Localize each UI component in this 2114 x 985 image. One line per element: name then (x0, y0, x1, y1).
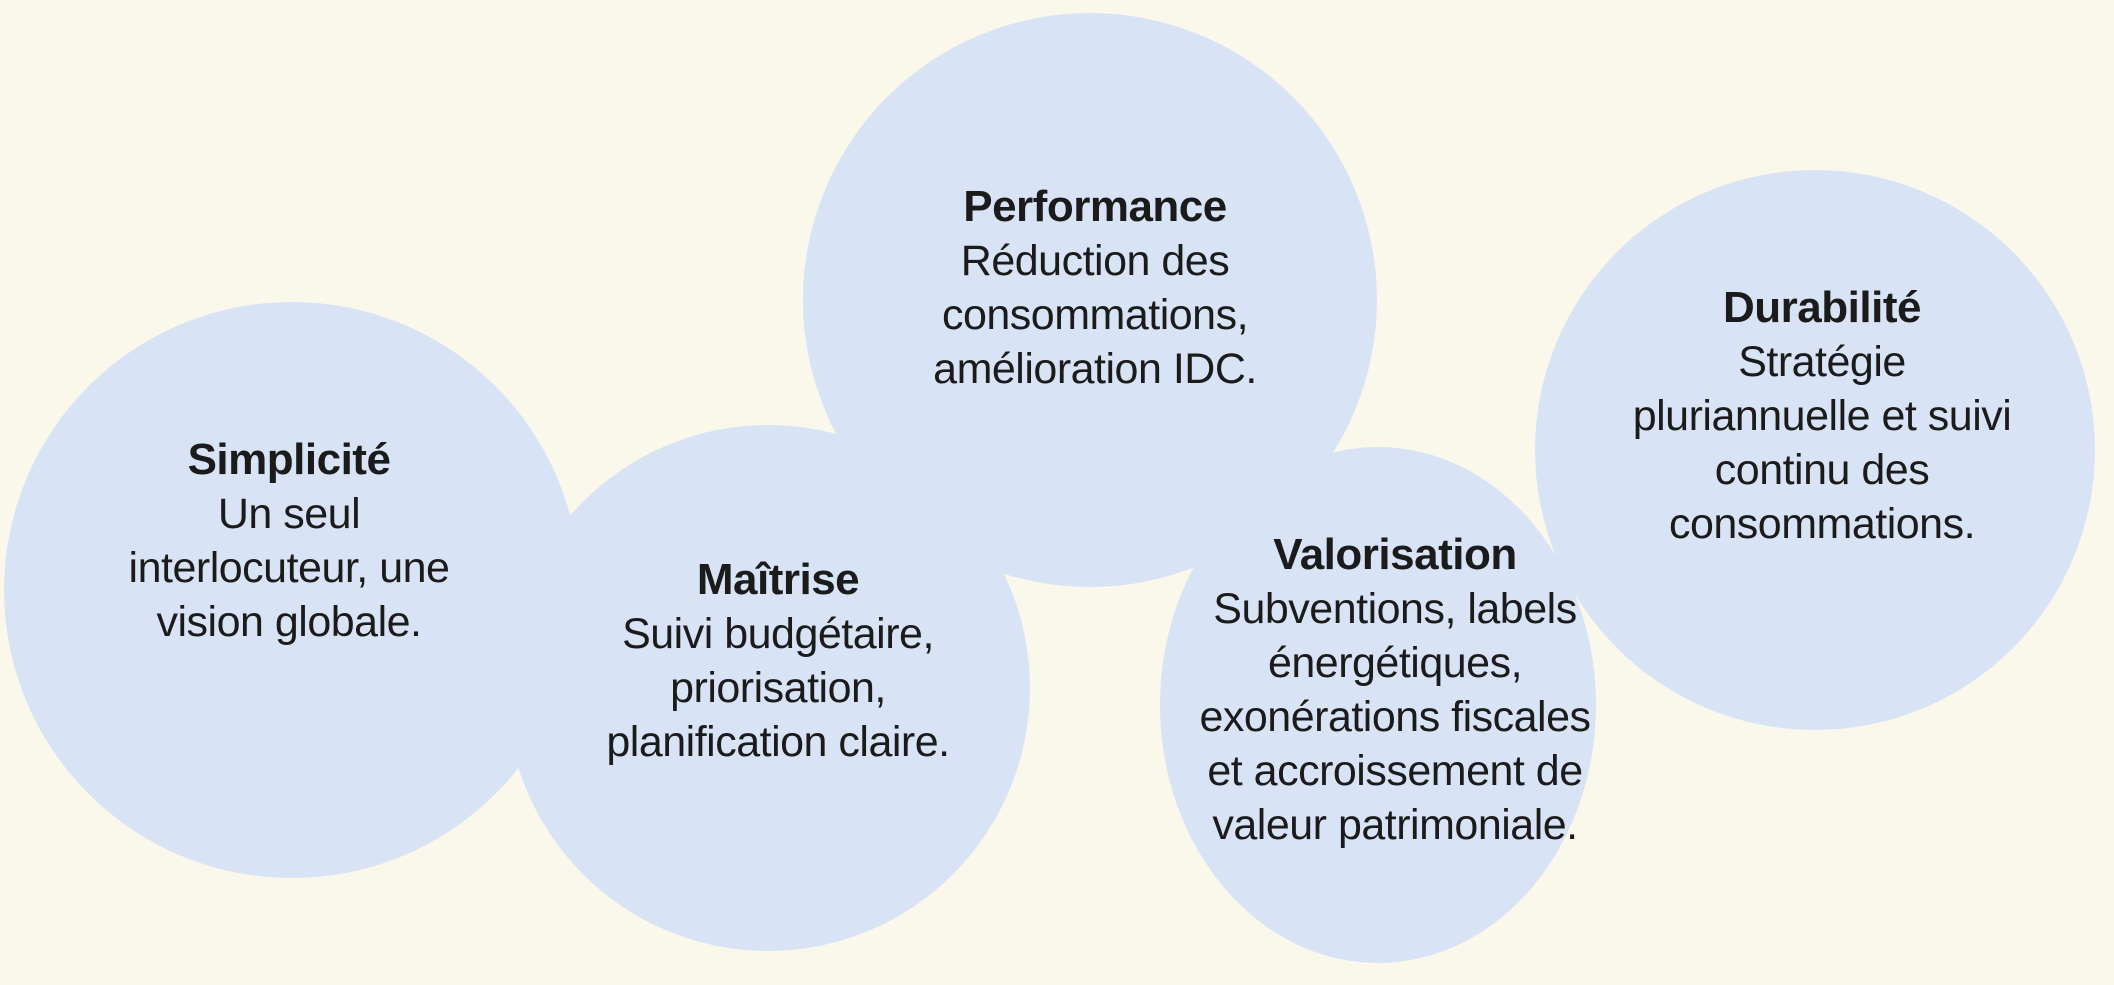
bubble-line: énergétiques, (1267, 639, 1523, 687)
bubble-circle-durabilite (1535, 170, 2095, 730)
bubble-title: Performance (963, 182, 1227, 231)
bubble-title: Simplicité (187, 435, 391, 484)
bubble-line: exonérations fiscales (1199, 693, 1591, 741)
bubble-line: Subventions, labels (1213, 585, 1577, 633)
bubble-text-maitrise: Maîtrise Suivi budgétaire, priorisation,… (458, 553, 1098, 769)
bubble-line: Stratégie (1738, 338, 1906, 386)
bubble-text-simplicite: Simplicité Un seul interlocuteur, une vi… (0, 433, 609, 649)
bubble-text-performance: Performance Réduction des consommations,… (775, 180, 1415, 396)
bubble-title: Durabilité (1723, 283, 1921, 332)
bubble-line: pluriannuelle et suivi (1632, 392, 2012, 440)
bubble-line: priorisation, (670, 664, 886, 712)
bubble-line: Suivi budgétaire, (622, 610, 934, 658)
bubble-line: interlocuteur, une (128, 544, 450, 592)
bubble-line: vision globale. (156, 598, 422, 646)
bubble-text-valorisation: Valorisation Subventions, labels énergét… (1075, 528, 1715, 852)
bubble-line: amélioration IDC. (933, 345, 1257, 393)
bubble-line: consommations, (941, 291, 1249, 339)
bubble-line: consommations. (1668, 500, 1976, 548)
bubble-line: continu des (1714, 446, 1930, 494)
bubble-line: et accroissement de (1207, 747, 1583, 795)
bubble-title: Valorisation (1273, 530, 1517, 579)
bubble-line: Un seul (217, 490, 361, 538)
bubble-line: planification claire. (606, 718, 950, 766)
bubble-text-durabilite: Durabilité Stratégie pluriannuelle et su… (1502, 281, 2114, 551)
bubble-circle-simplicite (4, 302, 580, 878)
bubble-circle-valorisation (1160, 447, 1596, 963)
bubble-title: Maîtrise (696, 555, 860, 604)
bubble-line: valeur patrimoniale. (1212, 801, 1578, 849)
bubble-line: Réduction des (960, 237, 1230, 285)
